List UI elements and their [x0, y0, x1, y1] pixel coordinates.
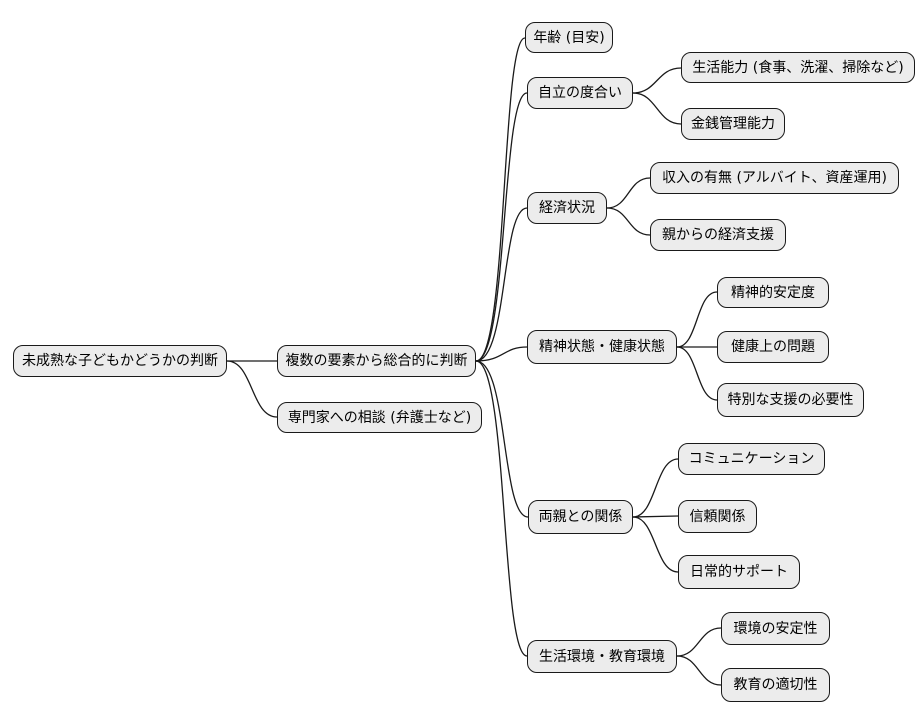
- edge-environment-to-edu-suitability: [676, 655, 722, 686]
- node-label: 両親との関係: [538, 509, 623, 525]
- node-label: 未成熟な子どもかどうかの判断: [22, 353, 218, 369]
- node-income-presence: 収入の有無 (アルバイト、資産運用): [650, 162, 899, 194]
- node-label: 日常的サポート: [690, 564, 788, 580]
- node-environment-stability: 環境の安定性: [721, 612, 830, 645]
- node-economic-situation: 経済状況: [527, 192, 607, 224]
- node-label: 収入の有無 (アルバイト、資産運用): [662, 170, 887, 186]
- node-multi-factor-judgment: 複数の要素から総合的に判断: [277, 345, 476, 377]
- node-label: 健康上の問題: [731, 339, 815, 355]
- edge-multi-to-parents: [475, 360, 529, 518]
- edge-environment-to-env-stability: [676, 627, 722, 657]
- node-root-judgment: 未成熟な子どもかどうかの判断: [13, 345, 227, 377]
- edge-independence-to-life-skill: [632, 67, 682, 94]
- node-label: 自立の度合い: [538, 85, 622, 101]
- edge-economy-to-income: [606, 177, 651, 209]
- edge-parents-to-trust: [632, 515, 679, 518]
- node-trust-relationship: 信頼関係: [678, 500, 757, 533]
- node-expert-consultation: 専門家への相談 (弁護士など): [277, 402, 482, 433]
- node-label: 精神状態・健康状態: [539, 339, 665, 355]
- node-living-educational-environment: 生活環境・教育環境: [527, 640, 677, 673]
- node-special-support-need: 特別な支援の必要性: [717, 383, 864, 417]
- node-label: 年齢 (目安): [533, 29, 605, 46]
- node-relationship-with-parents: 両親との関係: [528, 500, 633, 534]
- node-health-issues: 健康上の問題: [717, 331, 829, 363]
- edge-multi-to-economy: [475, 207, 528, 362]
- node-parental-financial-support: 親からの経済支援: [650, 219, 786, 251]
- edge-parents-to-daily-support: [632, 516, 679, 573]
- node-age: 年齢 (目安): [525, 22, 613, 53]
- node-label: 専門家への相談 (弁護士など): [287, 409, 472, 426]
- edge-multi-to-mental: [475, 346, 528, 362]
- node-label: 金銭管理能力: [691, 116, 775, 132]
- node-label: 環境の安定性: [733, 620, 818, 637]
- node-label: 特別な支援の必要性: [727, 392, 854, 408]
- node-label: 親からの経済支援: [662, 227, 774, 243]
- edge-mental-to-stability: [676, 291, 718, 348]
- edge-economy-to-parent-support: [606, 207, 651, 236]
- node-money-management: 金銭管理能力: [681, 108, 785, 140]
- node-label: コミュニケーション: [688, 451, 815, 467]
- node-label: 精神的安定度: [731, 284, 815, 301]
- edge-multi-to-environment: [475, 360, 528, 657]
- node-mental-stability: 精神的安定度: [717, 277, 829, 308]
- node-education-suitability: 教育の適切性: [721, 668, 830, 702]
- edge-mental-to-special-support: [676, 346, 718, 401]
- node-label: 複数の要素から総合的に判断: [285, 353, 468, 369]
- node-label: 生活環境・教育環境: [539, 648, 665, 665]
- node-daily-support: 日常的サポート: [678, 555, 800, 589]
- node-label: 生活能力 (食事、洗濯、掃除など): [692, 59, 904, 76]
- edge-root-to-expert: [226, 360, 278, 418]
- edge-multi-to-independence: [475, 92, 528, 362]
- node-label: 経済状況: [539, 200, 595, 216]
- node-life-skill: 生活能力 (食事、洗濯、掃除など): [681, 52, 915, 83]
- edge-independence-to-money: [632, 92, 682, 125]
- node-communication: コミュニケーション: [678, 443, 825, 475]
- node-independence-level: 自立の度合い: [527, 77, 633, 109]
- node-mental-health-state: 精神状態・健康状態: [527, 330, 677, 364]
- node-label: 信頼関係: [689, 508, 746, 525]
- edge-parents-to-communication: [632, 458, 679, 518]
- node-label: 教育の適切性: [733, 677, 818, 693]
- edge-multi-to-age: [475, 37, 526, 362]
